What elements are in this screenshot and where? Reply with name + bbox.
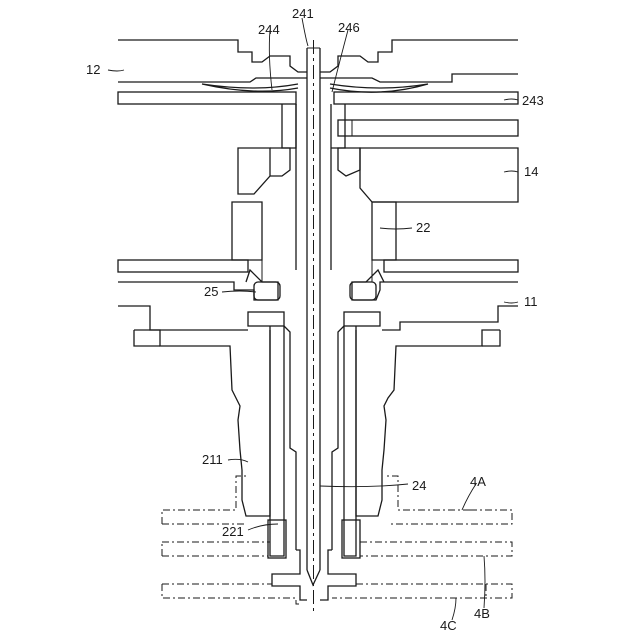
label-243: 243 [522, 93, 544, 108]
seal-ring-25 [254, 282, 376, 300]
label-241: 241 [292, 6, 314, 21]
label-25: 25 [204, 284, 218, 299]
label-14: 14 [524, 164, 538, 179]
curved-seal-244 [202, 84, 298, 91]
label-246: 246 [338, 20, 360, 35]
label-211: 211 [202, 452, 223, 467]
label-22: 22 [416, 220, 430, 235]
label-4C: 4C [440, 618, 457, 633]
dashed-plate-4B [162, 542, 512, 556]
plate-11 [118, 260, 518, 330]
upper-sleeve [282, 104, 518, 270]
block-14 [238, 148, 518, 202]
top-plate-12 [118, 40, 518, 82]
thin-plate-243 [118, 92, 518, 104]
label-221: 221 [222, 524, 244, 539]
reference-labels: 12 244 241 246 243 14 22 25 11 211 24 4A… [86, 6, 544, 633]
label-4B: 4B [474, 606, 490, 621]
label-244: 244 [258, 22, 280, 37]
label-4A: 4A [470, 474, 486, 489]
dashed-plate-4A [162, 476, 512, 524]
label-11: 11 [524, 294, 538, 309]
label-24: 24 [412, 478, 426, 493]
lower-body-211 [134, 312, 500, 516]
curved-seal-246 [330, 84, 428, 92]
dashed-plate-4C [162, 584, 512, 604]
label-12: 12 [86, 62, 100, 77]
